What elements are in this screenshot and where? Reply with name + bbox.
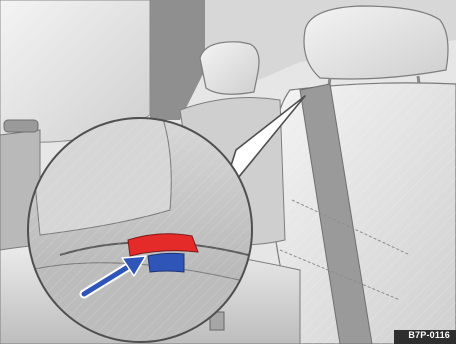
anchor-marker-blue [148, 253, 184, 272]
headrest-left [200, 42, 259, 94]
figure-code: B7P-0116 [408, 330, 450, 340]
headrest-right [304, 6, 448, 79]
door-handle [4, 120, 38, 132]
